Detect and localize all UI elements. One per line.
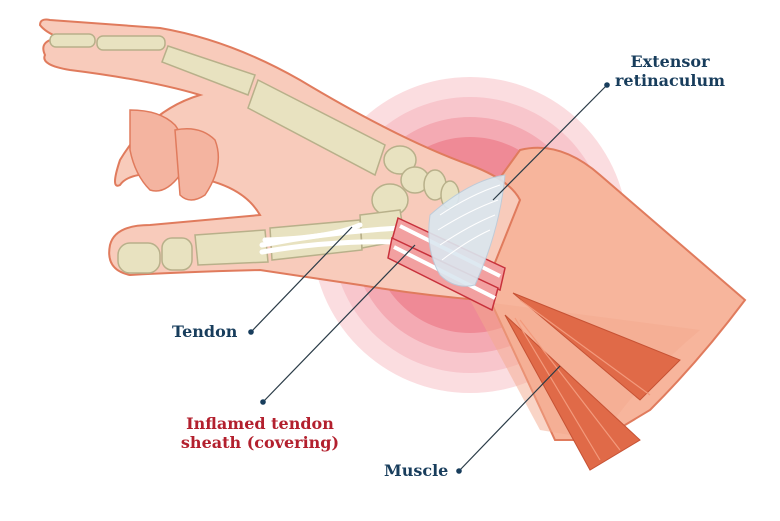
leader-lines xyxy=(248,82,610,474)
muscle-label: Muscle xyxy=(384,461,449,480)
extensor-retinaculum-label-line2: retinaculum xyxy=(614,71,726,90)
muscle-fibers xyxy=(504,292,681,471)
inflamed-tendon-sheath-label-line1: Inflamed tendon xyxy=(186,414,334,433)
bones xyxy=(49,33,460,274)
tendons xyxy=(259,222,403,255)
inflamed-tendon-sheath-label-line2: sheath (covering) xyxy=(180,433,340,452)
inflamed-tendon-sheath-label: Inflamed tendon sheath (covering) xyxy=(170,414,350,452)
tendon-label: Tendon xyxy=(172,322,238,341)
extensor-retinaculum-label: Extensor retinaculum xyxy=(610,52,730,90)
extensor-retinaculum xyxy=(428,174,506,287)
extensor-retinaculum-label-line1: Extensor xyxy=(630,52,710,71)
